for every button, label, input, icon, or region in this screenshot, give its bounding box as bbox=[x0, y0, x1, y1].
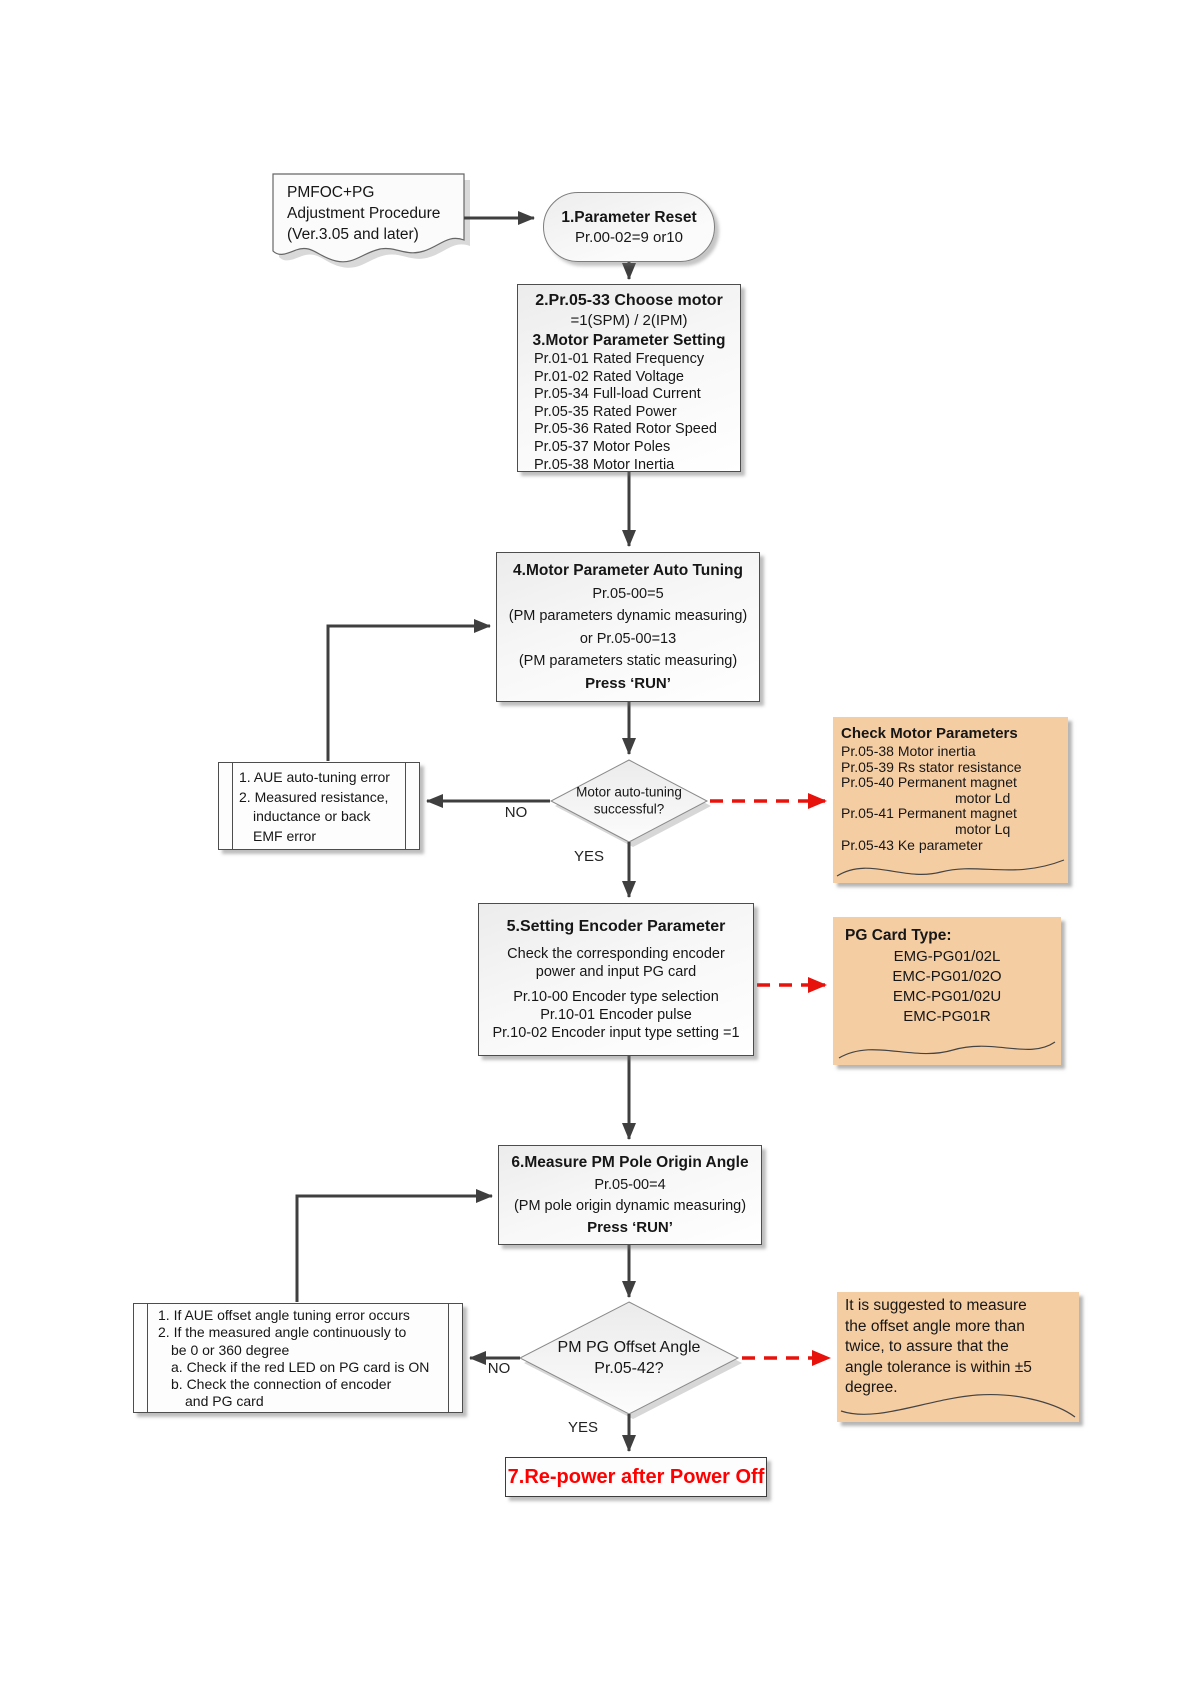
wavy-line bbox=[838, 1041, 1056, 1059]
note1-line: Pr.05-40 Permanent magnet bbox=[841, 774, 1017, 791]
parameter-line: Pr.05-37 Motor Poles bbox=[534, 438, 671, 455]
no-label-2: NO bbox=[487, 1360, 511, 1377]
step4-title: 4.Motor Parameter Auto Tuning bbox=[513, 562, 743, 580]
decision-auto-tuning: Motor auto-tuning successful? bbox=[576, 785, 682, 818]
error2-line: 2. If the measured angle continuously to bbox=[158, 1324, 407, 1341]
error2-line: and PG card bbox=[185, 1393, 264, 1410]
step5-desc: power and input PG card bbox=[535, 963, 697, 980]
pg-card-item: EMC-PG01/02U bbox=[892, 988, 1002, 1005]
note1-line: Pr.05-43 Ke parameter bbox=[841, 836, 983, 853]
step5-encoder-parameter: 5.Setting Encoder Parameter Check the co… bbox=[478, 903, 754, 1056]
note1-line: motor Ld bbox=[955, 789, 1011, 806]
error-note-offset-angle: 1. If AUE offset angle tuning error occu… bbox=[133, 1303, 463, 1413]
note3-line: It is suggested to measure bbox=[845, 1297, 1027, 1314]
step4-line: (PM parameters static measuring) bbox=[518, 652, 738, 669]
pg-card-item: EMC-PG01/02O bbox=[892, 968, 1002, 985]
step5-param: Pr.10-00 Encoder type selection bbox=[513, 989, 719, 1006]
wavy-line bbox=[840, 1393, 1076, 1418]
note1-line: motor Lq bbox=[955, 820, 1011, 837]
parameter-line: Pr.05-35 Rated Power bbox=[534, 403, 677, 420]
step4-line: Pr.05-00=5 bbox=[592, 586, 664, 603]
note2-items: EMG-PG01/02L EMC-PG01/02O EMC-PG01/02U E… bbox=[833, 947, 1061, 1027]
step1-value: Pr.00-02=9 or10 bbox=[575, 228, 683, 246]
step1-title: 1.Parameter Reset bbox=[561, 208, 697, 226]
error1-line: EMF error bbox=[253, 827, 316, 844]
decision1-line: Motor auto-tuning bbox=[576, 784, 682, 800]
decision2-line: Pr.05-42? bbox=[594, 1360, 664, 1377]
note1-line: Pr.05-41 Permanent magnet bbox=[841, 805, 1017, 822]
error1-line: inductance or back bbox=[253, 808, 371, 824]
note1-line: Pr.05-39 Rs stator resistance bbox=[841, 758, 1022, 775]
note1-line: Pr.05-38 Motor inertia bbox=[841, 743, 976, 759]
step6-press-run: Press ‘RUN’ bbox=[587, 1219, 673, 1236]
step2-value: =1(SPM) / 2(IPM) bbox=[570, 312, 688, 329]
error2-line: be 0 or 360 degree bbox=[171, 1341, 290, 1358]
step4-press-run: Press ‘RUN’ bbox=[585, 674, 671, 692]
error2-line: a. Check if the red LED on PG card is ON bbox=[171, 1358, 430, 1375]
note3-line: the offset angle more than bbox=[845, 1317, 1025, 1335]
note-pg-card-type: PG Card Type: EMG-PG01/02L EMC-PG01/02O … bbox=[833, 917, 1061, 1065]
decision2-line: PM PG Offset Angle bbox=[557, 1339, 701, 1356]
step3-parameter-list: Pr.01-01 Rated Frequency Pr.01-02 Rated … bbox=[518, 351, 740, 474]
start-note-line: (Ver.3.05 and later) bbox=[287, 226, 419, 243]
step4-auto-tuning: 4.Motor Parameter Auto Tuning Pr.05-00=5… bbox=[496, 552, 760, 702]
step7-title: 7.Re-power after Power Off bbox=[507, 1465, 765, 1488]
parameter-line: Pr.05-36 Rated Rotor Speed bbox=[534, 421, 717, 438]
pg-card-item: EMC-PG01R bbox=[903, 1008, 991, 1025]
note3-line: angle tolerance is within ±5 bbox=[845, 1358, 1032, 1376]
step6-title: 6.Measure PM Pole Origin Angle bbox=[511, 1154, 749, 1171]
pg-card-item: EMG-PG01/02L bbox=[893, 948, 1001, 965]
wavy-line bbox=[836, 859, 1065, 877]
error1-line: 2. Measured resistance, bbox=[239, 788, 389, 805]
parameter-line: Pr.01-01 Rated Frequency bbox=[534, 351, 705, 367]
step6-line: (PM pole origin dynamic measuring) bbox=[513, 1198, 747, 1214]
parameter-line: Pr.05-34 Full-load Current bbox=[534, 386, 701, 403]
start-note-line: Adjustment Procedure bbox=[287, 205, 441, 222]
step4-line: (PM parameters dynamic measuring) bbox=[508, 608, 748, 625]
step6-pm-pole-origin: 6.Measure PM Pole Origin Angle Pr.05-00=… bbox=[498, 1145, 762, 1245]
yes-label-1: YES bbox=[573, 848, 604, 865]
start-note-line: PMFOC+PG bbox=[287, 184, 375, 201]
error2-line: b. Check the connection of encoder bbox=[171, 1376, 392, 1393]
note3-line: degree. bbox=[845, 1379, 898, 1396]
step5-param: Pr.10-02 Encoder input type setting =1 bbox=[492, 1025, 740, 1042]
error2-line: 1. If AUE offset angle tuning error occu… bbox=[158, 1307, 410, 1323]
note-check-motor-parameters: Check Motor Parameters Pr.05-38 Motor in… bbox=[833, 717, 1068, 883]
step2-title: 2.Pr.05-33 Choose motor bbox=[535, 292, 723, 309]
note-measure-offset: It is suggested to measure the offset an… bbox=[837, 1292, 1079, 1422]
step6-line: Pr.05-00=4 bbox=[594, 1177, 666, 1193]
step2-3-motor-parameter-setting: 2.Pr.05-33 Choose motor =1(SPM) / 2(IPM)… bbox=[517, 284, 741, 474]
start-note: PMFOC+PG Adjustment Procedure (Ver.3.05 … bbox=[287, 182, 459, 245]
note1-title: Check Motor Parameters bbox=[841, 725, 1018, 742]
step7-repower: 7.Re-power after Power Off bbox=[505, 1457, 767, 1497]
step4-line: or Pr.05-00=13 bbox=[579, 630, 677, 647]
step5-param: Pr.10-01 Encoder pulse bbox=[540, 1007, 692, 1024]
step5-desc: Check the corresponding encoder bbox=[507, 945, 725, 962]
step1-parameter-reset: 1.Parameter Reset Pr.00-02=9 or10 bbox=[543, 192, 715, 262]
note3-line: twice, to assure that the bbox=[845, 1338, 1009, 1355]
step5-title: 5.Setting Encoder Parameter bbox=[506, 917, 726, 935]
error-note-auto-tuning: 1. AUE auto-tuning error 2. Measured res… bbox=[218, 762, 420, 850]
decision1-line: successful? bbox=[593, 801, 665, 816]
decision-pg-offset-angle: PM PG Offset Angle Pr.05-42? bbox=[558, 1337, 701, 1379]
annotation-arrows bbox=[710, 793, 831, 1366]
parameter-line: Pr.05-38 Motor Inertia bbox=[534, 456, 675, 473]
no-label-1: NO bbox=[504, 804, 528, 821]
note2-title: PG Card Type: bbox=[845, 927, 952, 944]
yes-label-2: YES bbox=[567, 1419, 598, 1436]
error1-line: 1. AUE auto-tuning error bbox=[239, 769, 390, 785]
parameter-line: Pr.01-02 Rated Voltage bbox=[534, 368, 684, 385]
step3-title: 3.Motor Parameter Setting bbox=[532, 332, 726, 349]
